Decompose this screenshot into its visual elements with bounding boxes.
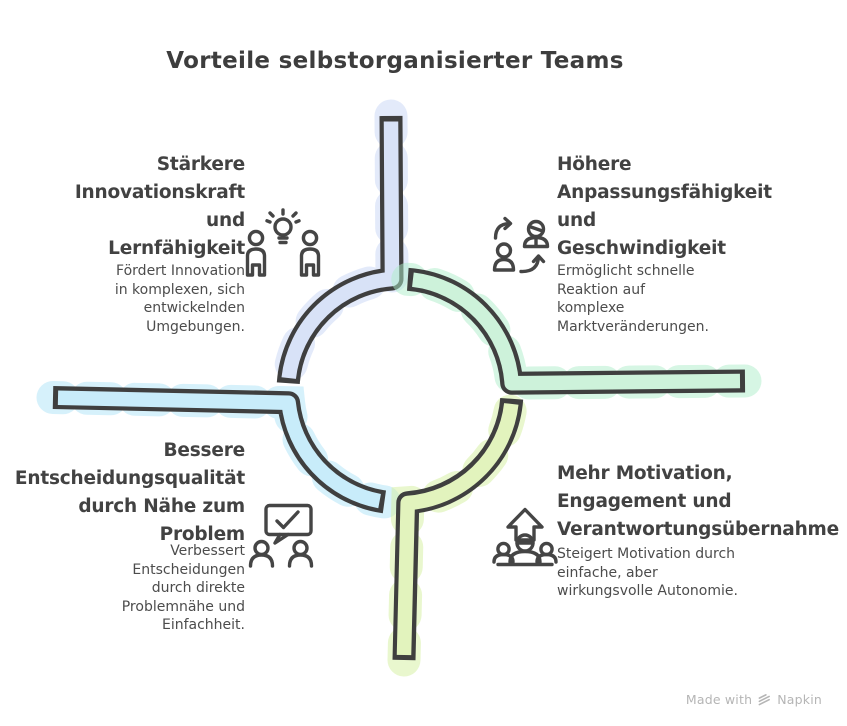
idea-people-icon <box>245 208 321 277</box>
team-growth-icon <box>492 507 558 567</box>
people-exchange-icon <box>492 216 550 274</box>
quadrant-description-bottom-left: Verbessert Entscheidungen durch direkte … <box>121 543 245 633</box>
quadrant-heading-top-right: Höhere Anpassungsfähigkeit und Geschwind… <box>557 154 772 259</box>
napkin-logo-icon <box>758 694 771 706</box>
quadrant-heading-bottom-left: Bessere Entscheidungsqualität durch Nähe… <box>14 440 245 545</box>
brand-label: Napkin <box>777 692 822 707</box>
ribbon-bottom-left <box>36 381 401 519</box>
ribbon-top-left <box>271 99 409 400</box>
ribbon-top-right <box>391 262 762 400</box>
discussion-approval-icon <box>248 503 314 568</box>
made-with-label: Made with <box>685 692 753 707</box>
page-title: Vorteile selbstorganisierter Teams <box>166 48 624 74</box>
ribbon-fill <box>57 390 382 509</box>
quadrant-description-top-right: Ermöglicht schnelle Reaktion auf komplex… <box>557 263 709 335</box>
ribbon-fill <box>411 272 741 391</box>
ribbon-fill <box>396 402 519 656</box>
footer-credit: Made with Napkin <box>686 692 822 707</box>
quadrant-description-bottom-right: Steigert Motivation durch einfache, aber… <box>557 546 738 599</box>
quadrant-heading-bottom-right: Mehr Motivation, Engagement und Verantwo… <box>557 463 839 540</box>
ribbon-bottom-right <box>387 382 529 677</box>
quadrant-heading-top-left: Stärkere Innovationskraft und Lernfähigk… <box>74 154 245 259</box>
ribbon-fill <box>281 121 400 380</box>
quadrant-description-top-left: Fördert Innovation in komplexen, sich en… <box>114 263 245 335</box>
